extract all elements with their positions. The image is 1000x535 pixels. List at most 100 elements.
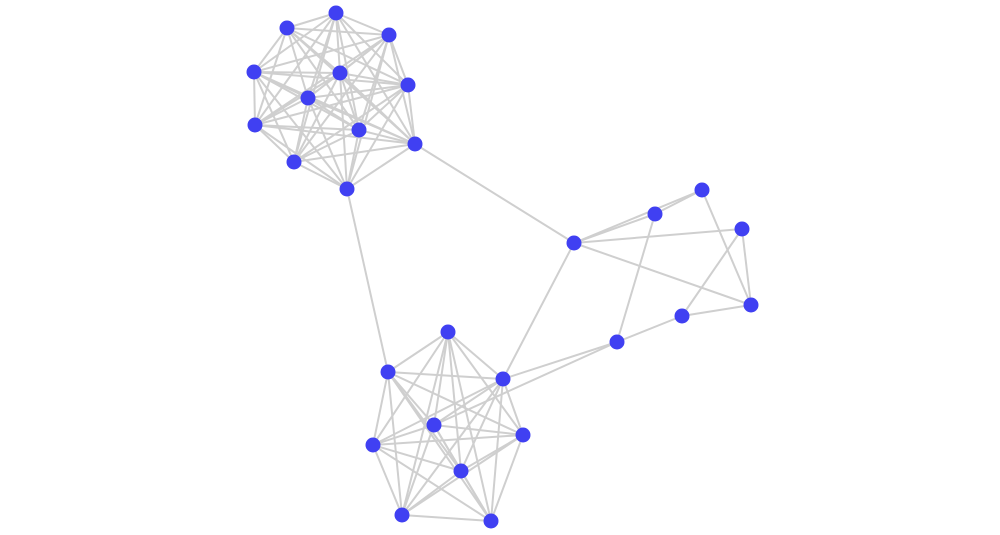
node-c6	[743, 297, 759, 313]
edge-a7-a11	[307, 97, 416, 145]
node-a5	[332, 65, 348, 81]
edge-a7-a12	[307, 97, 348, 190]
edge-a8-a9	[254, 124, 360, 131]
edge-a6-a11	[407, 84, 416, 145]
edge-b2-b3	[447, 331, 504, 380]
edge-a8-a11	[254, 124, 416, 145]
edge-c3-c6	[701, 189, 752, 306]
edge-b2-b9	[490, 378, 504, 522]
node-a3	[381, 27, 397, 43]
node-c1	[566, 235, 582, 251]
edge-a3-a8	[254, 34, 390, 126]
edge-a6-a7	[307, 84, 409, 99]
node-a2	[279, 20, 295, 36]
edge-a10-a11	[293, 143, 416, 163]
edge-b1-b9	[387, 371, 492, 522]
edge-a1-a3	[335, 12, 390, 36]
edge-c7-c5	[616, 315, 683, 343]
edge-c4-c5	[681, 228, 743, 317]
edge-a2-a7	[286, 27, 309, 99]
node-layer	[246, 5, 759, 529]
edge-a1-a4	[253, 12, 337, 73]
edge-a5-a12	[339, 72, 348, 190]
edge-a5-a8	[254, 72, 341, 126]
edge-a12-b1	[346, 188, 389, 373]
edge-c1-c4	[573, 228, 743, 244]
edge-a9-a11	[358, 129, 416, 145]
edge-a10-a12	[293, 161, 348, 190]
node-a9	[351, 122, 367, 138]
edge-a2-a3	[286, 27, 390, 36]
edge-b1-b8	[387, 371, 403, 516]
edge-b3-b7	[447, 331, 462, 472]
node-a10	[286, 154, 302, 170]
node-b4	[426, 417, 442, 433]
node-a6	[400, 77, 416, 93]
node-b3	[440, 324, 456, 340]
node-b7	[453, 463, 469, 479]
node-a8	[247, 117, 263, 133]
edge-a2-a4	[253, 27, 288, 73]
node-c5	[674, 308, 690, 324]
node-b2	[495, 371, 511, 387]
edge-b6-b9	[490, 434, 524, 522]
edge-a2-a8	[254, 27, 288, 126]
edge-c2-c3	[654, 189, 703, 215]
edge-b1-b5	[372, 371, 389, 446]
node-a12	[339, 181, 355, 197]
edge-a6-a8	[254, 84, 409, 126]
edge-layer	[253, 12, 752, 522]
edge-b2-b6	[502, 378, 524, 436]
node-b8	[394, 507, 410, 523]
edge-b2-b7	[460, 378, 504, 472]
edge-a1-a5	[335, 12, 341, 74]
node-b5	[365, 437, 381, 453]
edge-b8-b9	[401, 514, 492, 522]
edge-a8-a10	[254, 124, 295, 163]
node-a4	[246, 64, 262, 80]
edge-a9-a12	[346, 129, 360, 190]
edge-b5-b8	[372, 444, 403, 516]
edge-a11-c1	[414, 143, 575, 244]
edge-b7-b9	[460, 470, 492, 522]
edge-c5-c6	[681, 304, 752, 317]
edge-c7-b4	[433, 341, 618, 426]
node-b9	[483, 513, 499, 529]
edge-c4-c6	[741, 228, 752, 306]
edge-a3-a4	[253, 34, 390, 73]
node-c3	[694, 182, 710, 198]
edge-b3-b6	[447, 331, 524, 436]
edge-b3-b5	[372, 331, 449, 446]
edge-a9-a10	[293, 129, 360, 163]
node-c7	[609, 334, 625, 350]
edge-b3-b4	[433, 331, 449, 426]
edge-a6-a10	[293, 84, 409, 163]
edge-b4-b8	[401, 424, 435, 516]
edge-b2-b8	[401, 378, 504, 516]
edge-a1-a2	[286, 12, 337, 29]
edge-b1-b2	[387, 371, 504, 380]
edge-b4-b6	[433, 424, 524, 436]
edge-a5-a6	[339, 72, 409, 86]
node-a11	[407, 136, 423, 152]
edge-a5-a11	[339, 72, 416, 145]
node-a7	[300, 90, 316, 106]
edge-c1-c3	[573, 189, 703, 244]
edge-c2-c7	[616, 213, 656, 343]
edge-a8-a12	[254, 124, 348, 190]
edge-b5-b9	[372, 444, 492, 522]
edge-a4-a8	[253, 71, 256, 126]
node-b1	[380, 364, 396, 380]
node-a1	[328, 5, 344, 21]
edge-b1-b3	[387, 331, 449, 373]
edge-a7-a8	[254, 97, 309, 126]
edge-b3-b8	[401, 331, 449, 516]
edge-a11-a12	[346, 143, 416, 190]
node-c2	[647, 206, 663, 222]
edge-a3-a6	[388, 34, 409, 86]
edge-c7-b2	[502, 341, 618, 380]
edge-b3-b9	[447, 331, 492, 522]
edge-b7-b8	[401, 470, 462, 516]
